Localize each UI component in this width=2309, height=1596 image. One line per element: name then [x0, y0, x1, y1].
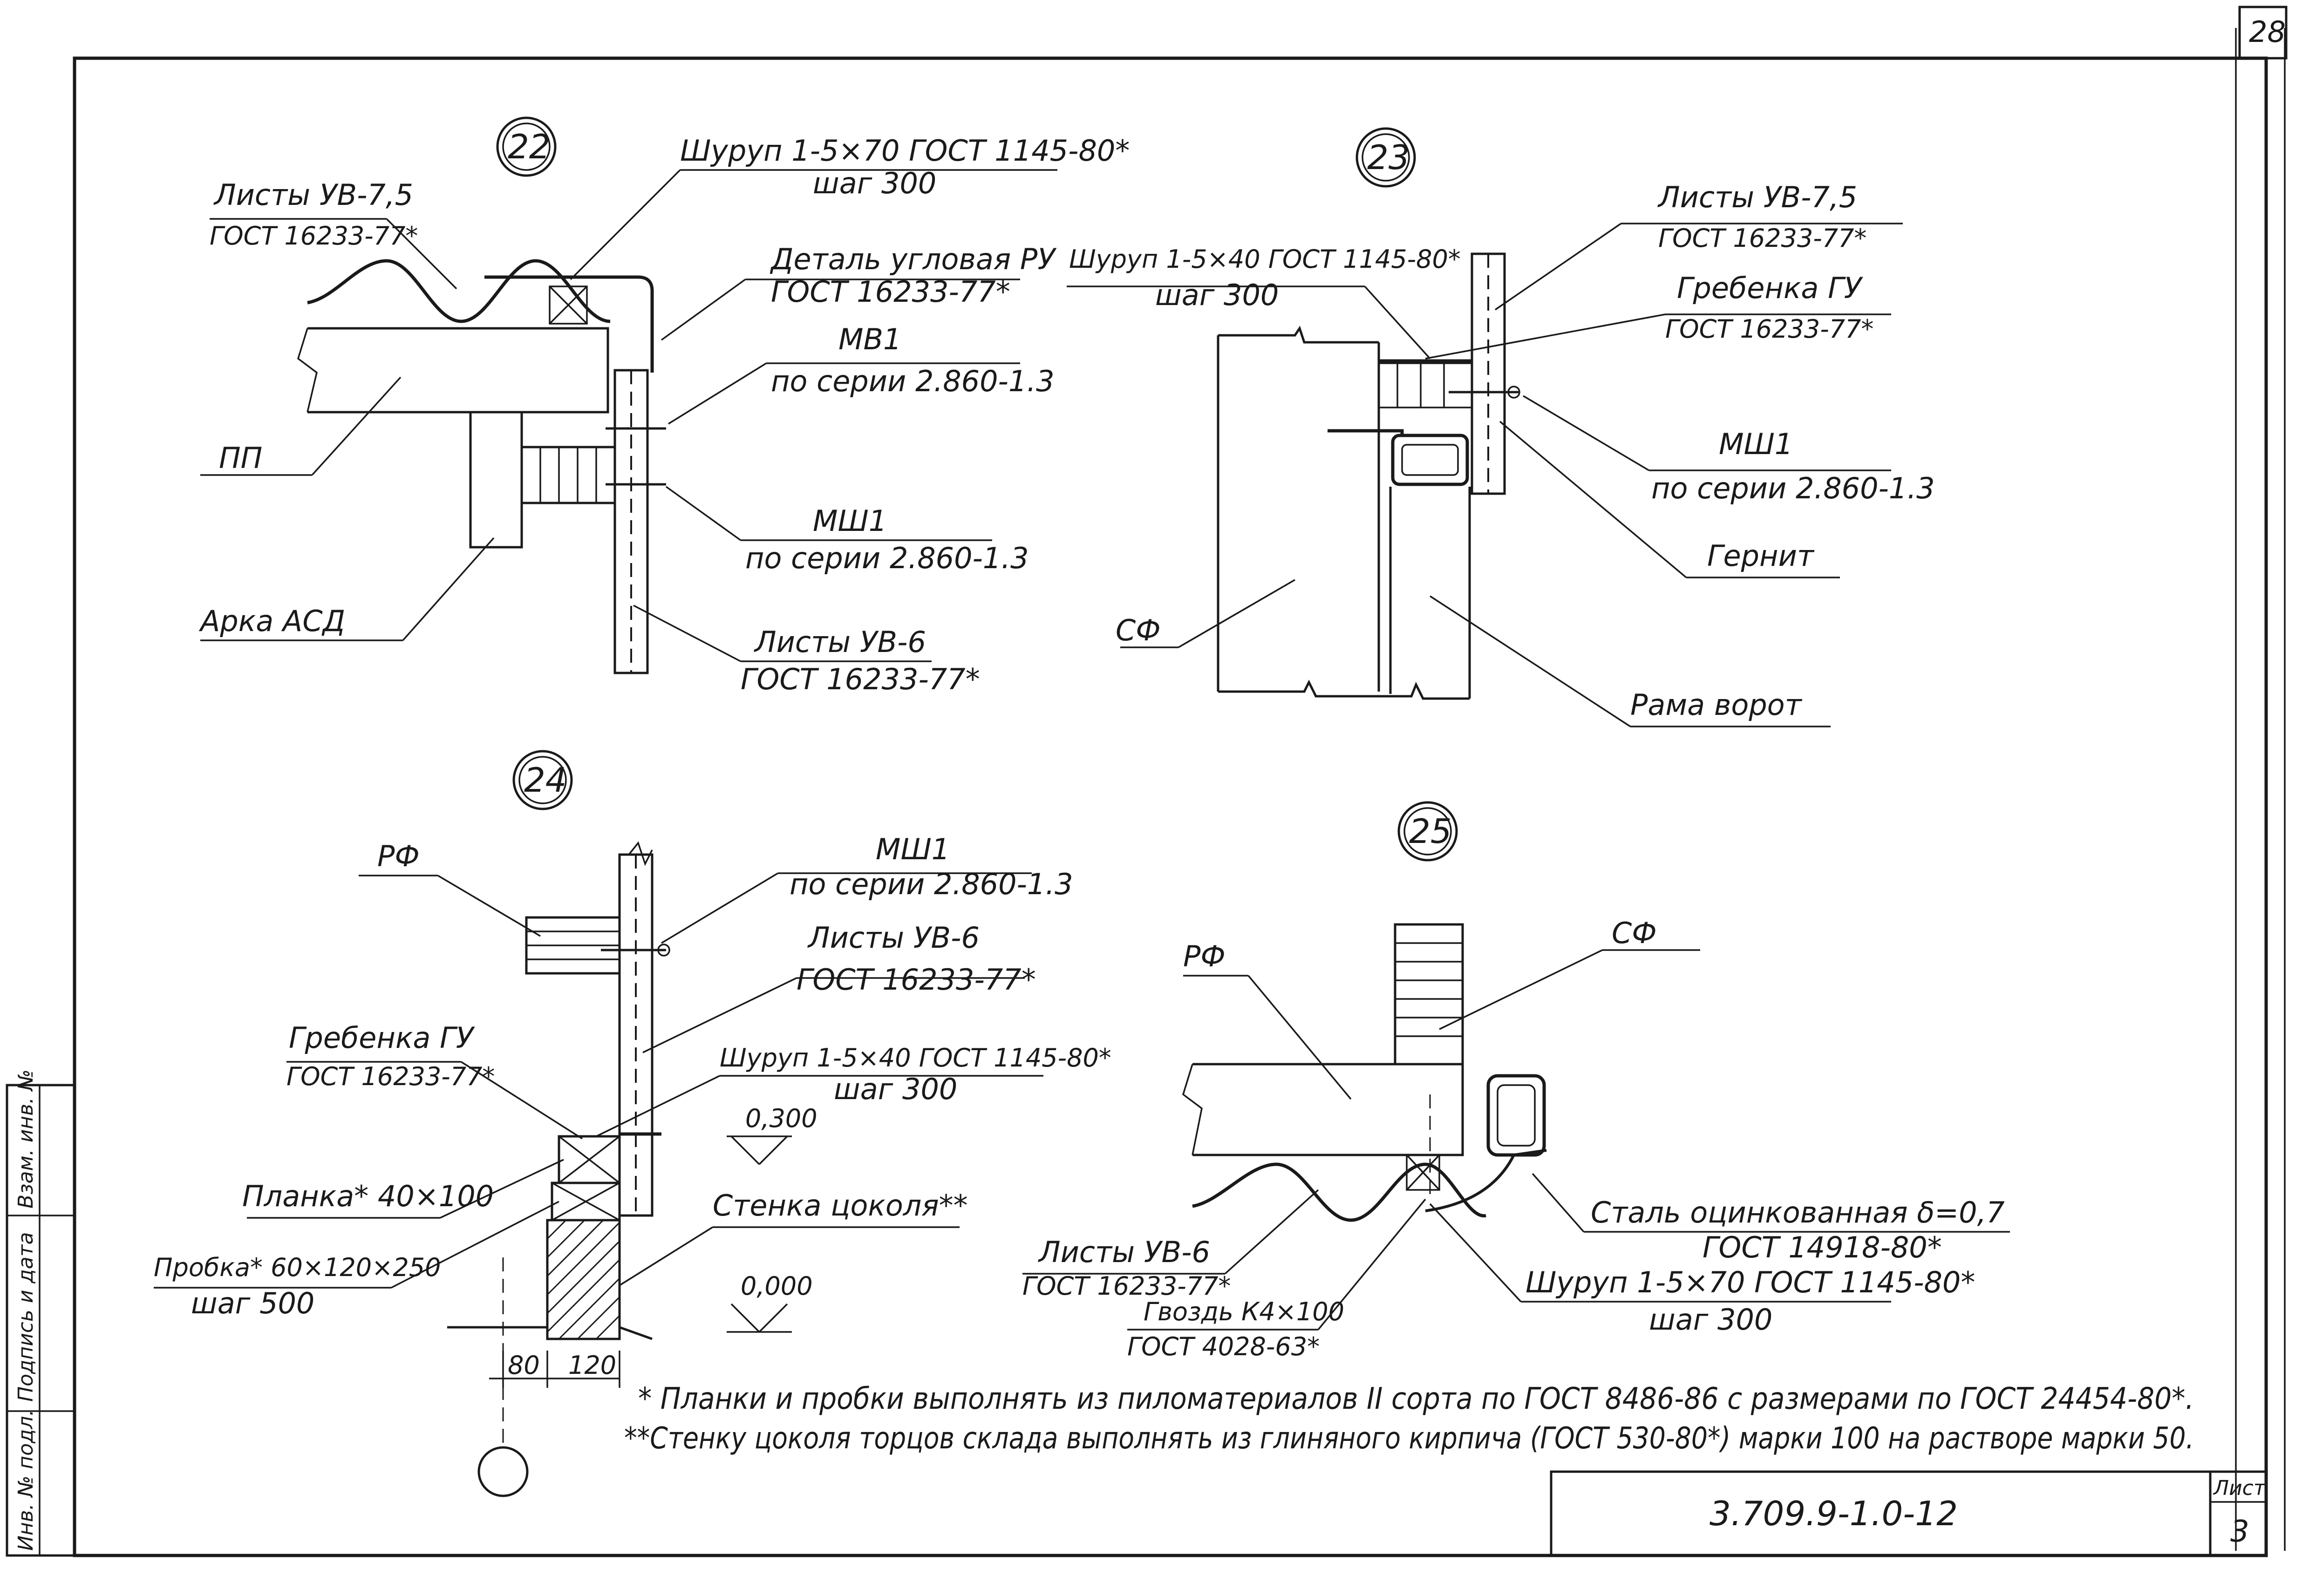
detail-23-leaders — [1067, 223, 1903, 727]
d25-nail-2: ГОСТ 4028-63* — [1127, 1332, 1320, 1361]
detail-22-leaders — [200, 169, 1057, 662]
d24-msh-1: МШ1 — [876, 832, 950, 866]
drawing-designation: 3.709.9-1.0-12 — [1710, 1494, 1958, 1533]
d22-mv-2: по серии 2.860-1.3 — [771, 364, 1055, 398]
d22-screw-2: шаг 300 — [813, 166, 936, 200]
d23-sheets-2: ГОСТ 16233-77* — [1658, 224, 1866, 253]
d24-wall: Стенка цоколя** — [713, 1189, 968, 1222]
detail-24-leaders — [154, 872, 1043, 1289]
stamp-vzam-inv: Взам. инв. № — [14, 1069, 38, 1209]
d22-sheets-2: ГОСТ 16233-77* — [741, 662, 980, 696]
d24-dim-1: 80 — [508, 1351, 540, 1380]
page-number: 28 — [2249, 15, 2286, 49]
d25-screw-1: Шуруп 1-5×70 ГОСТ 1145-80* — [1526, 1265, 1975, 1299]
note-1: * Планки и пробки выполнять из пиломатер… — [638, 1382, 2194, 1416]
d23-msh-1: МШ1 — [1719, 427, 1793, 461]
d22-corner-1: Деталь угловая РУ — [770, 242, 1057, 276]
stamp-signature-date: Подпись и дата — [14, 1232, 38, 1402]
d22-msh-2: по серии 2.860-1.3 — [745, 541, 1029, 575]
d25-steel-2: ГОСТ 14918-80* — [1703, 1230, 1942, 1264]
stamp-inv-podl: Инв. № подл. — [14, 1409, 38, 1551]
d25-rf: РФ — [1183, 939, 1226, 973]
d25-nail-1: Гвоздь К4×100 — [1144, 1297, 1344, 1326]
detail-23-number: 23 — [1367, 138, 1410, 177]
detail-25-geometry — [1182, 801, 1547, 1222]
d24-elev-2: 0,000 — [741, 1271, 813, 1301]
detail-22-number: 22 — [508, 127, 551, 166]
d22-sheets-top-2: ГОСТ 16233-77* — [210, 221, 418, 251]
d24-elev-1: 0,300 — [745, 1104, 817, 1133]
d24-plug-1: Пробка* 60×120×250 — [154, 1253, 441, 1282]
d25-sheets-2: ГОСТ 16233-77* — [1022, 1271, 1231, 1301]
d25-screw-2: шаг 300 — [1649, 1303, 1772, 1337]
d25-sf: СФ — [1612, 916, 1657, 950]
d24-rf: РФ — [377, 839, 420, 873]
d23-comb-2: ГОСТ 16233-77* — [1665, 314, 1873, 344]
d23-comb-1: Гребенка ГУ — [1677, 271, 1864, 305]
d22-sheets-top-1: Листы УВ-7,5 — [213, 178, 413, 212]
sheet-frame — [73, 6, 2288, 1557]
d24-screw-2: шаг 300 — [834, 1072, 957, 1106]
d23-screw-1: Шуруп 1-5×40 ГОСТ 1145-80* — [1069, 244, 1461, 274]
d23-gate: Рама ворот — [1630, 688, 1803, 722]
d22-mv-1: МВ1 — [838, 322, 901, 356]
d24-comb-1: Гребенка ГУ — [289, 1021, 476, 1055]
sheet-number: 3 — [2230, 1515, 2249, 1549]
d24-sheets-2: ГОСТ 16233-77* — [797, 963, 1036, 997]
d22-pp: ПП — [219, 441, 262, 475]
detail-25-leaders — [1022, 949, 2010, 1331]
side-stamp — [6, 1084, 76, 1557]
sheet-label: Лист — [2213, 1476, 2266, 1500]
d22-sheets-1: Листы УВ-6 — [754, 625, 926, 659]
d25-steel-1: Сталь оцинкованная δ=0,7 — [1591, 1195, 2005, 1229]
detail-24-geometry — [447, 750, 792, 1497]
d24-plug-2: шаг 500 — [191, 1286, 314, 1320]
title-block — [1550, 1470, 2268, 1557]
d24-msh-2: по серии 2.860-1.3 — [790, 867, 1073, 901]
detail-23-geometry — [1217, 127, 1520, 700]
d23-sf: СФ — [1116, 613, 1161, 647]
detail-25-number: 25 — [1409, 812, 1452, 851]
d24-comb-2: ГОСТ 16233-77* — [286, 1062, 495, 1091]
d25-sheets-1: Листы УВ-6 — [1038, 1235, 1210, 1269]
d22-screw-1: Шуруп 1-5×70 ГОСТ 1145-80* — [680, 134, 1130, 168]
note-2: **Стенку цоколя торцов склада выполнять … — [624, 1421, 2194, 1456]
d22-corner-2: ГОСТ 16233-77* — [771, 275, 1010, 309]
d23-screw-2: шаг 300 — [1155, 278, 1279, 312]
d23-sheets-1: Листы УВ-7,5 — [1657, 180, 1857, 214]
d24-dim-2: 120 — [568, 1351, 616, 1380]
d24-sheets-1: Листы УВ-6 — [807, 921, 980, 955]
d24-plank: Планка* 40×100 — [242, 1179, 494, 1213]
d22-arch: Арка АСД — [198, 604, 345, 638]
d24-screw-1: Шуруп 1-5×40 ГОСТ 1145-80* — [720, 1043, 1111, 1073]
detail-24-number: 24 — [524, 761, 567, 800]
d23-gernit: Гернит — [1707, 539, 1815, 573]
d23-msh-2: по серии 2.860-1.3 — [1651, 471, 1935, 505]
detail-22-geometry — [297, 116, 666, 674]
d22-msh-1: МШ1 — [813, 504, 887, 538]
